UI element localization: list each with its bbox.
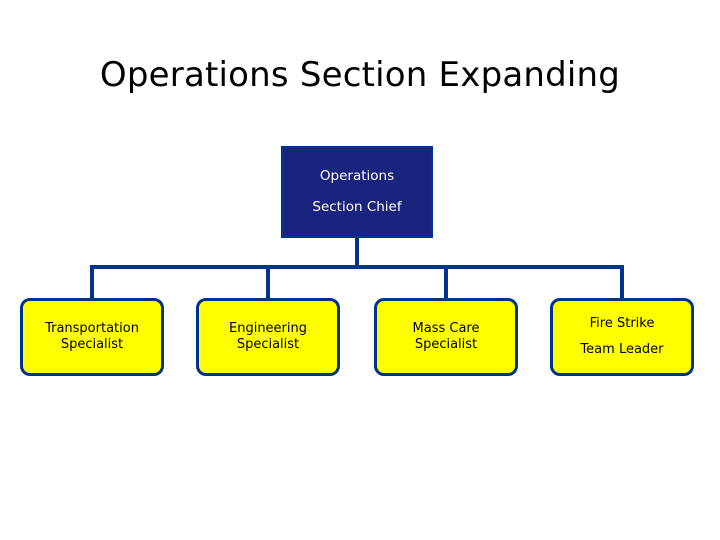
node-label-line1: Engineering [229, 320, 307, 336]
connector-drop-1 [90, 265, 94, 298]
connector-root-stem [355, 238, 359, 268]
node-transportation-specialist[interactable]: Transportation Specialist [20, 298, 164, 376]
node-label-line2: Specialist [414, 337, 478, 352]
node-fire-strike-team-leader[interactable]: Fire Strike Team Leader [550, 298, 694, 376]
page-title: Operations Section Expanding [99, 55, 621, 95]
node-label-line1: Fire Strike [589, 315, 655, 331]
node-label-line2: Specialist [60, 337, 124, 352]
node-engineering-specialist[interactable]: Engineering Specialist [196, 298, 340, 376]
node-label-line1: Mass Care [412, 320, 480, 336]
connector-horizontal-bus [90, 265, 624, 269]
node-mass-care-specialist[interactable]: Mass Care Specialist [374, 298, 518, 376]
connector-drop-2 [266, 265, 270, 298]
node-operations-section-chief[interactable]: Operations Section Chief [281, 146, 433, 238]
node-label-line2: Section Chief [312, 199, 402, 215]
node-label-line2: Specialist [236, 337, 300, 352]
connector-drop-3 [444, 265, 448, 298]
node-label-line1: Transportation [45, 320, 139, 336]
node-label-line2: Team Leader [580, 342, 664, 357]
connector-drop-4 [620, 265, 624, 298]
node-label-line1: Operations [319, 168, 395, 185]
